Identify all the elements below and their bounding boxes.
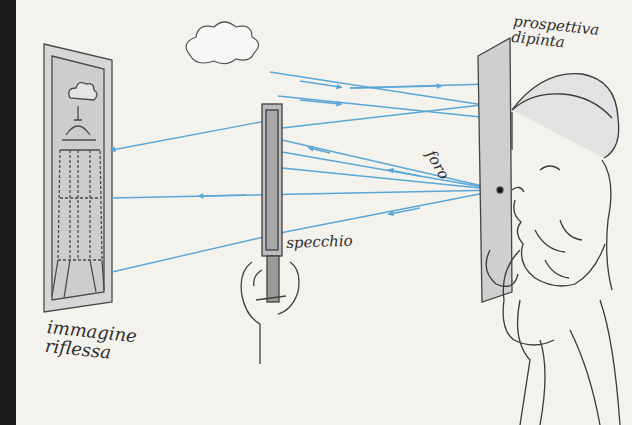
- observer: [486, 74, 620, 425]
- handwritten-label: specchio: [286, 232, 396, 252]
- cloud: [186, 22, 258, 64]
- handwritten-label: immagine riflessa: [44, 318, 157, 367]
- painted-panel: [478, 38, 512, 302]
- light-rays: [112, 72, 500, 272]
- handwritten-label: prospettiva dipinta: [511, 14, 624, 57]
- page-edge-strip: [0, 0, 16, 425]
- reflected-panel: [44, 44, 112, 312]
- mirror: [241, 104, 299, 364]
